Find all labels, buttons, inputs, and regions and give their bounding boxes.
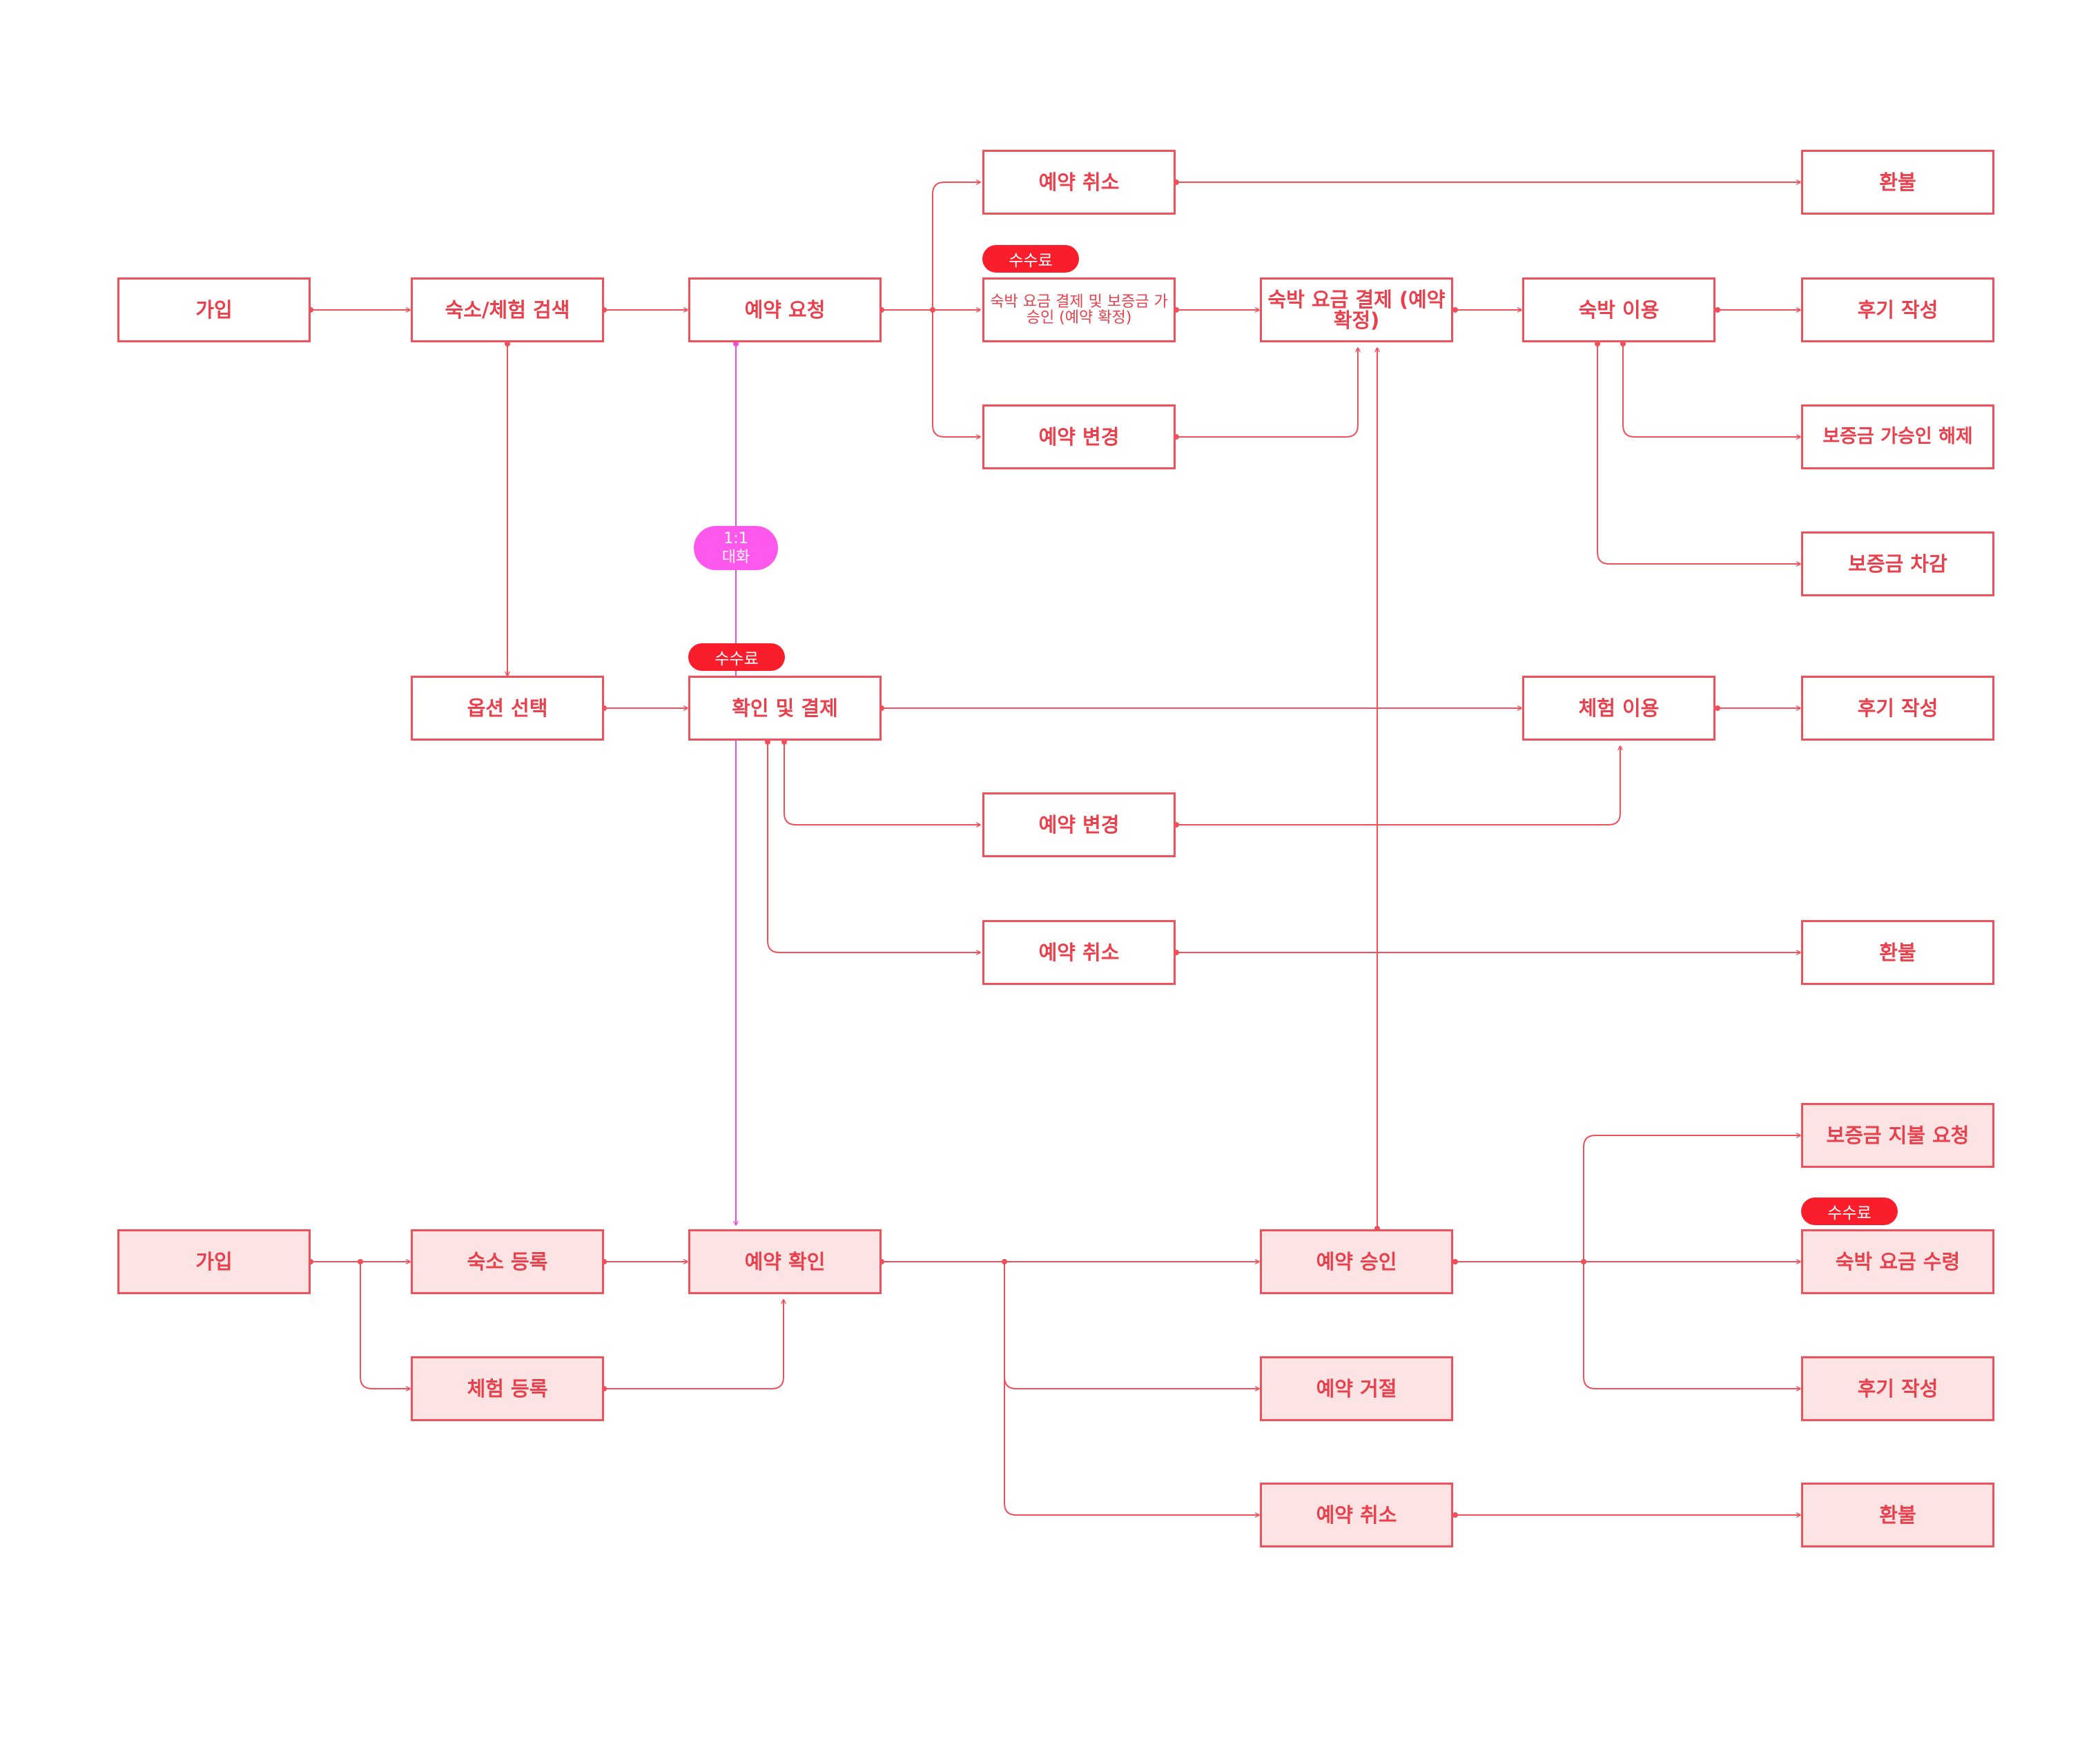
edge-request-change	[932, 310, 980, 437]
node-cancel-stay[interactable]: 예약 취소	[982, 150, 1176, 215]
edge-check-cancel	[1004, 1262, 1259, 1515]
chat-ratio: 1:1	[723, 529, 748, 547]
chat-bubble: 1:1 대화	[694, 526, 778, 570]
node-stay-register[interactable]: 숙소 등록	[411, 1229, 604, 1294]
node-deposit-deduct[interactable]: 보증금 차감	[1801, 531, 1994, 596]
node-guest-signup[interactable]: 가입	[117, 277, 311, 342]
node-stay-payment-confirm[interactable]: 숙박 요금 결제 (예약 확정)	[1260, 277, 1453, 342]
node-refund-stay[interactable]: 환불	[1801, 150, 1994, 215]
edge-hsignup-exp	[360, 1262, 410, 1389]
edge-pay-change	[784, 742, 980, 825]
edge-approve-review	[1583, 1262, 1800, 1389]
node-host-signup[interactable]: 가입	[117, 1229, 311, 1294]
edge-use-release	[1622, 344, 1800, 437]
node-change-exp[interactable]: 예약 변경	[982, 792, 1176, 857]
node-change-stay[interactable]: 예약 변경	[982, 404, 1176, 469]
node-exp-register[interactable]: 체험 등록	[411, 1356, 604, 1421]
node-review-stay[interactable]: 후기 작성	[1801, 277, 1994, 342]
edge-approve-deposit	[1583, 1135, 1800, 1262]
node-host-review[interactable]: 후기 작성	[1801, 1356, 1994, 1421]
fee-badge: 수수료	[688, 643, 785, 671]
node-deposit-request[interactable]: 보증금 지불 요청	[1801, 1103, 1994, 1168]
fee-badge: 수수료	[1801, 1198, 1898, 1225]
node-cancel-exp[interactable]: 예약 취소	[982, 920, 1176, 985]
edge-check-reject	[1004, 1262, 1259, 1389]
edge-exp-check	[604, 1300, 784, 1389]
node-stay-use[interactable]: 숙박 이용	[1522, 277, 1715, 342]
chat-label: 대화	[721, 549, 750, 566]
node-search[interactable]: 숙소/체험 검색	[411, 277, 604, 342]
edge-change-confirm	[1176, 348, 1358, 438]
node-confirm-pay[interactable]: 확인 및 결제	[688, 676, 882, 741]
edge-use-deduct	[1597, 344, 1800, 564]
fee-badge: 수수료	[982, 245, 1079, 273]
node-host-cancel[interactable]: 예약 취소	[1260, 1483, 1453, 1547]
node-exp-use[interactable]: 체험 이용	[1522, 676, 1715, 741]
node-approve[interactable]: 예약 승인	[1260, 1229, 1453, 1294]
node-deposit-release[interactable]: 보증금 가승인 해제	[1801, 404, 1994, 469]
node-stay-fee-receive[interactable]: 숙박 요금 수령	[1801, 1229, 1994, 1294]
edge-pay-cancel	[767, 742, 980, 952]
node-refund-exp[interactable]: 환불	[1801, 920, 1994, 985]
edge-change-expuse	[1176, 746, 1620, 825]
node-booking-request[interactable]: 예약 요청	[688, 277, 882, 342]
node-review-exp[interactable]: 후기 작성	[1801, 676, 1994, 741]
node-host-refund[interactable]: 환불	[1801, 1483, 1994, 1547]
node-stay-payment-deposit[interactable]: 숙박 요금 결제 및 보증금 가승인 (예약 확정)	[982, 277, 1176, 342]
node-booking-check[interactable]: 예약 확인	[688, 1229, 882, 1294]
node-reject[interactable]: 예약 거절	[1260, 1356, 1453, 1421]
edge-request-cancel	[932, 182, 980, 310]
node-option-select[interactable]: 옵션 선택	[411, 676, 604, 741]
